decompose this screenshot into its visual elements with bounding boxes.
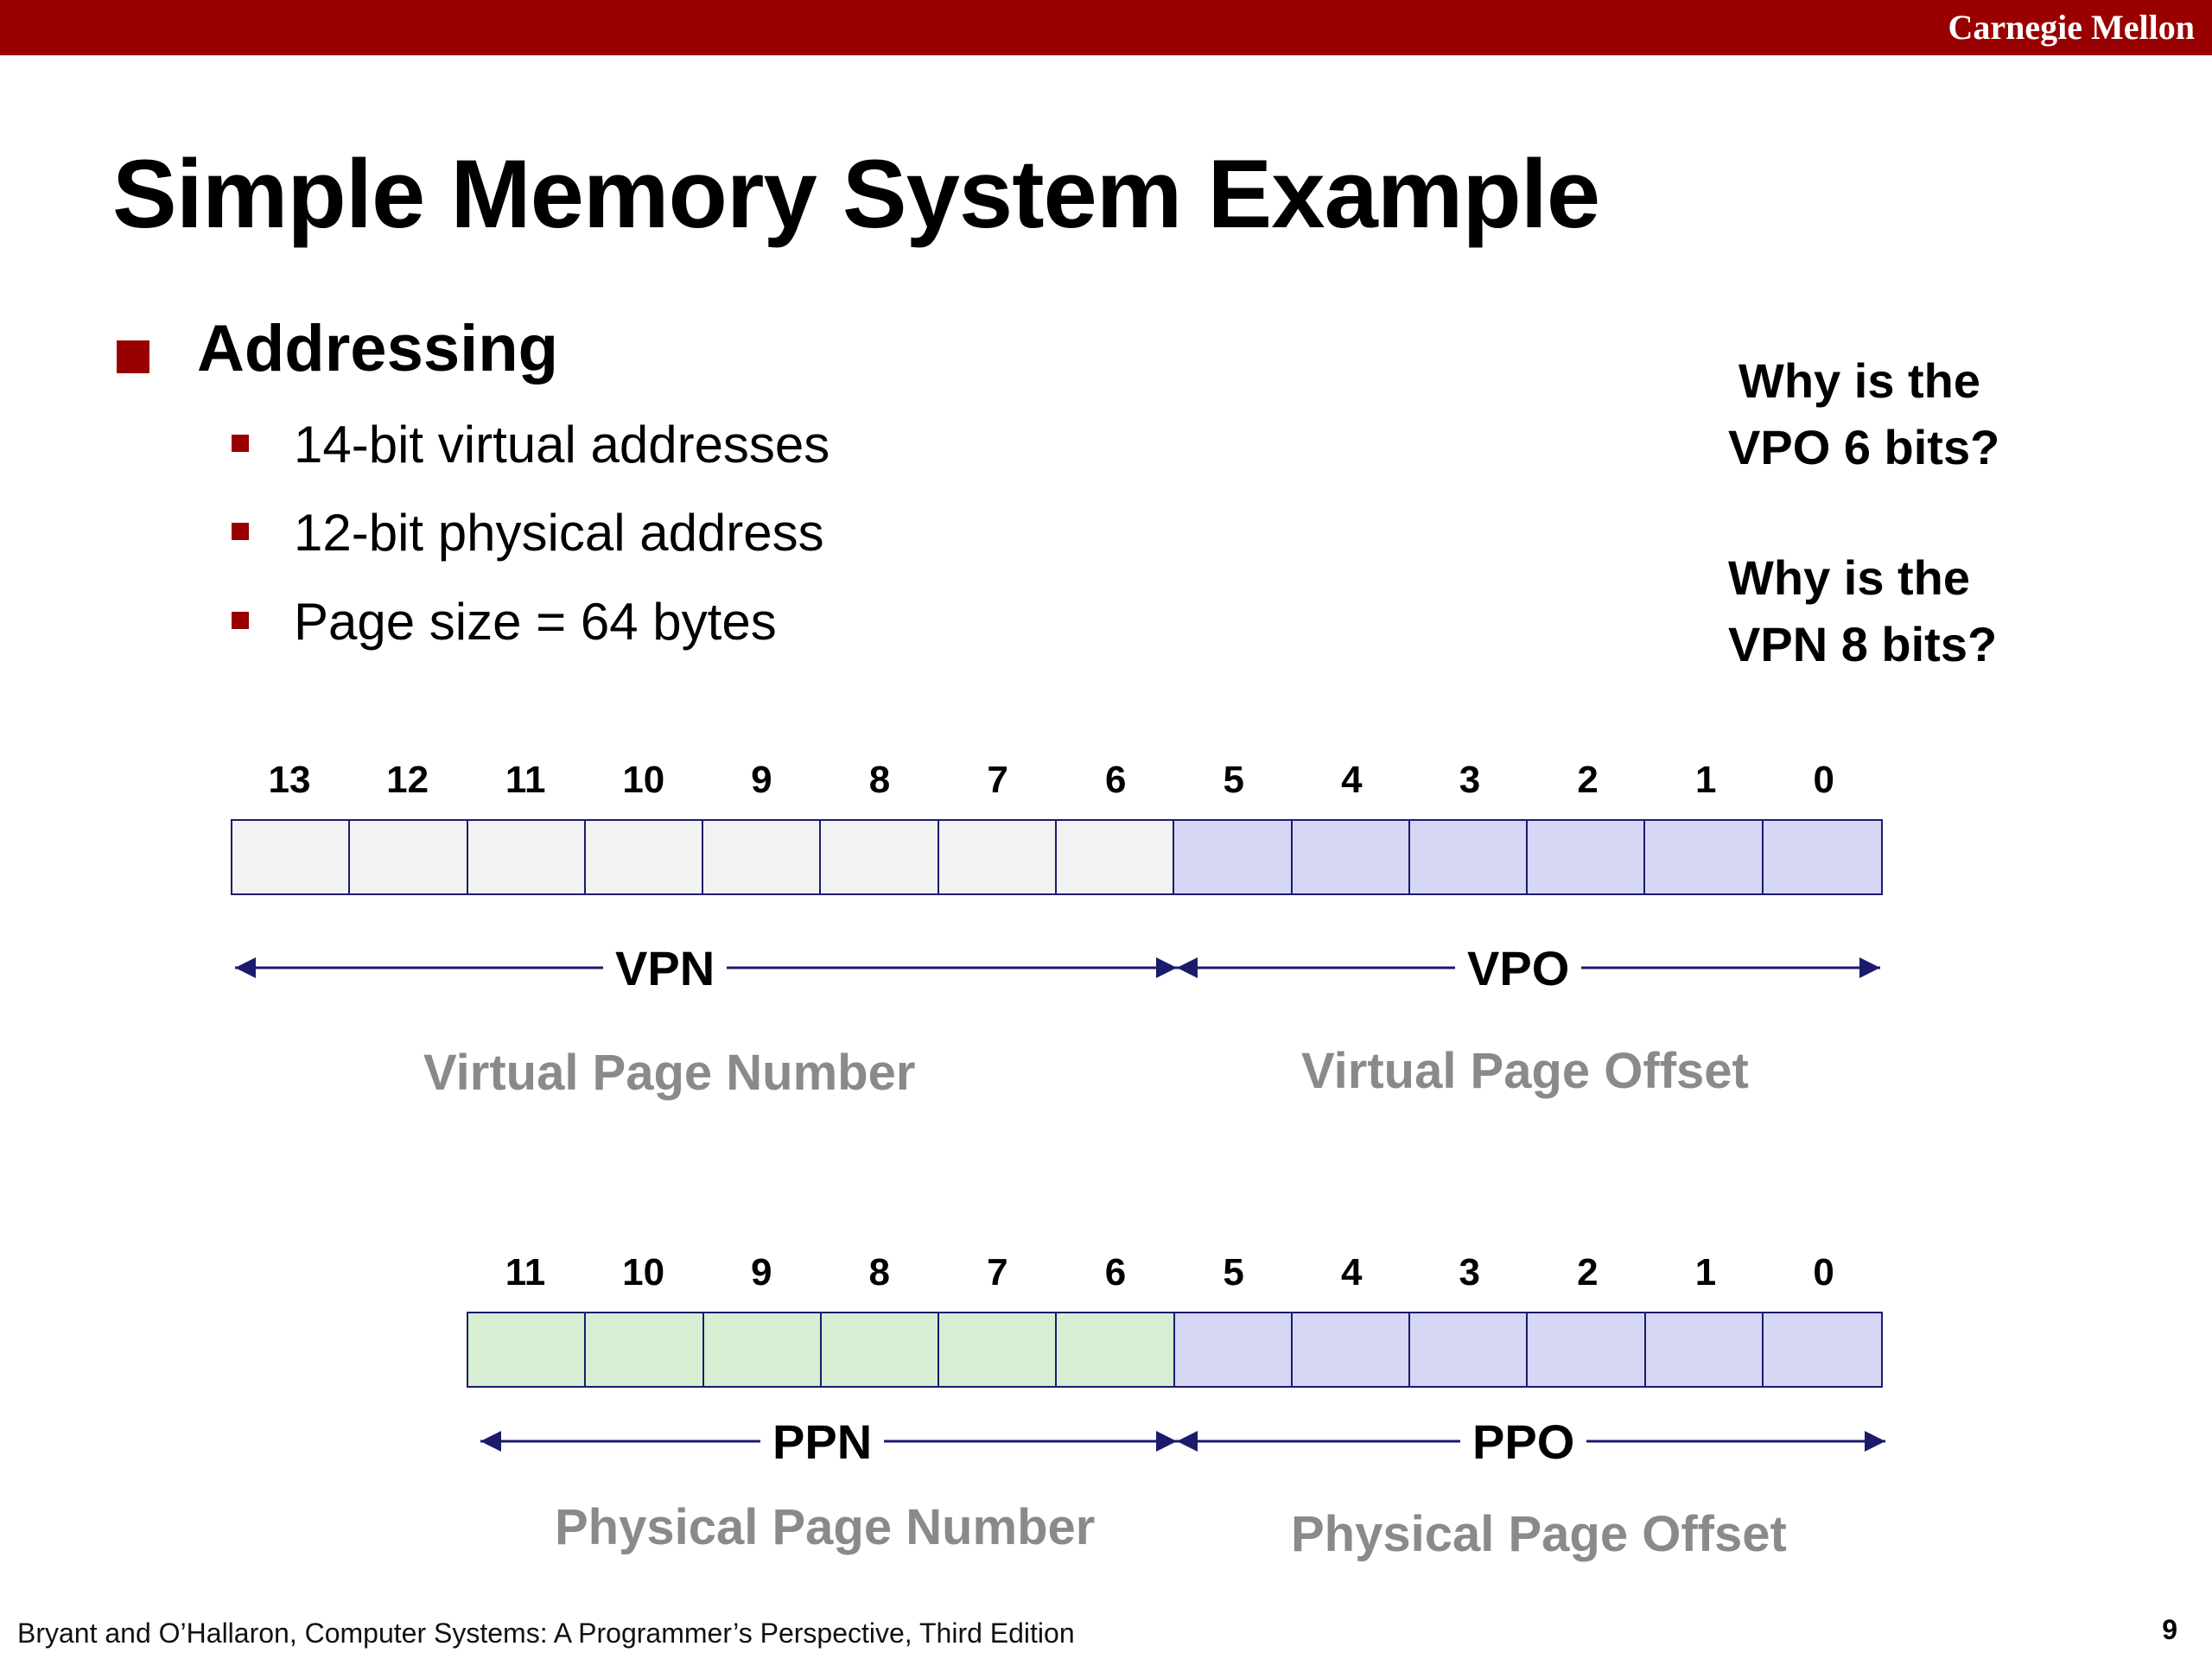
vpo-name: Virtual Page Offset (1301, 1043, 1749, 1099)
ppo-bit-cell (1174, 1313, 1293, 1386)
bit-number: 0 (1813, 759, 1835, 801)
footer-citation: Bryant and O’Hallaron, Computer Systems:… (17, 1618, 1075, 1649)
bit-number: 1 (1694, 759, 1717, 801)
physical-address-row (467, 1312, 1883, 1388)
bit-number: 3 (1459, 1251, 1481, 1294)
main-bullet-label: Addressing (197, 312, 559, 385)
sub-bullet-icon (232, 612, 249, 629)
vpo-bit-cell (1528, 821, 1646, 893)
bit-number: 6 (1104, 759, 1127, 801)
brand-logo-text: Carnegie Mellon (1948, 8, 2196, 47)
ppo-label: PPO (1460, 1414, 1587, 1470)
bit-number: 7 (987, 1251, 1008, 1294)
vpo-bit-cell (1409, 821, 1529, 893)
vpo-bit-cell (1763, 821, 1881, 893)
ppo-bit-cell (1528, 1313, 1646, 1386)
ppo-bit-cell (1292, 1313, 1410, 1386)
bit-number: 10 (622, 759, 665, 801)
ppn-bit-cell (586, 1313, 704, 1386)
bit-number: 11 (505, 1251, 546, 1294)
vpn-bit-cell (821, 821, 939, 893)
bit-number: 10 (622, 1251, 665, 1294)
question-line: Why is the (1728, 550, 1971, 605)
sub-bullet-icon (232, 523, 249, 540)
bit-number: 13 (268, 759, 311, 801)
vpo-bit-cell (1292, 821, 1410, 893)
bit-number: 8 (868, 1251, 891, 1294)
bit-number: 6 (1104, 1251, 1127, 1294)
ppn-bit-cell (1057, 1313, 1175, 1386)
ppn-bit-cell (939, 1313, 1058, 1386)
bullet-square-icon (117, 340, 149, 373)
ppn-label: PPN (760, 1414, 885, 1470)
bit-number: 11 (505, 759, 546, 801)
bit-number: 2 (1577, 1251, 1599, 1294)
bit-number: 12 (386, 759, 429, 801)
vpo-bit-cell (1174, 821, 1293, 893)
ppo-bit-cell (1645, 1313, 1764, 1386)
vpn-bit-cell (1056, 821, 1175, 893)
question-line: VPN 8 bits? (1728, 617, 1998, 671)
vpn-name: Virtual Page Number (423, 1045, 916, 1101)
bit-number: 7 (987, 759, 1008, 801)
ppn-bit-cell (703, 1313, 822, 1386)
ppo-name: Physical Page Offset (1291, 1506, 1787, 1562)
vpn-bit-cell (938, 821, 1057, 893)
vpn-bit-cell (232, 821, 351, 893)
vpn-bit-cell (467, 821, 586, 893)
vpo-label: VPO (1455, 940, 1582, 996)
virtual-address-row (231, 819, 1883, 895)
sub-bullet-icon (232, 435, 249, 452)
ppo-bit-cell (1763, 1313, 1881, 1386)
ppn-bit-cell (821, 1313, 939, 1386)
bit-number: 5 (1223, 1251, 1244, 1294)
bit-number: 4 (1340, 1251, 1363, 1294)
sub-bullet-label: 12-bit physical address (294, 504, 824, 562)
bit-number: 0 (1813, 1251, 1834, 1294)
ppn-name: Physical Page Number (555, 1499, 1096, 1555)
vpn-bit-cell (585, 821, 704, 893)
bit-number: 1 (1694, 1251, 1717, 1294)
bit-number: 9 (751, 759, 772, 801)
vpo-bit-cell (1645, 821, 1764, 893)
bit-number: 8 (868, 759, 891, 801)
question-line: VPO 6 bits? (1728, 420, 2000, 474)
vpn-bit-cell (703, 821, 822, 893)
question-vpo: Why is the VPO 6 bits? (1728, 347, 1999, 480)
question-line: Why is the (1738, 353, 1981, 408)
vpn-label: VPN (603, 940, 728, 996)
sub-bullet-label: Page size = 64 bytes (294, 593, 777, 651)
page-number: 9 (2162, 1614, 2177, 1645)
question-vpn: Why is the VPN 8 bits? (1728, 544, 1997, 677)
ppn-bit-cell (468, 1313, 587, 1386)
bit-number: 9 (750, 1251, 772, 1294)
vpn-bit-cell (350, 821, 468, 893)
sub-bullet-label: 14-bit virtual addresses (294, 416, 830, 474)
ppo-bit-cell (1410, 1313, 1529, 1386)
header-bar: Carnegie Mellon (0, 0, 2212, 55)
bit-number: 2 (1577, 759, 1599, 801)
slide-title: Simple Memory System Example (112, 140, 1600, 248)
bit-number: 3 (1459, 759, 1481, 801)
bit-number: 5 (1223, 759, 1245, 801)
bit-number: 4 (1341, 759, 1363, 801)
